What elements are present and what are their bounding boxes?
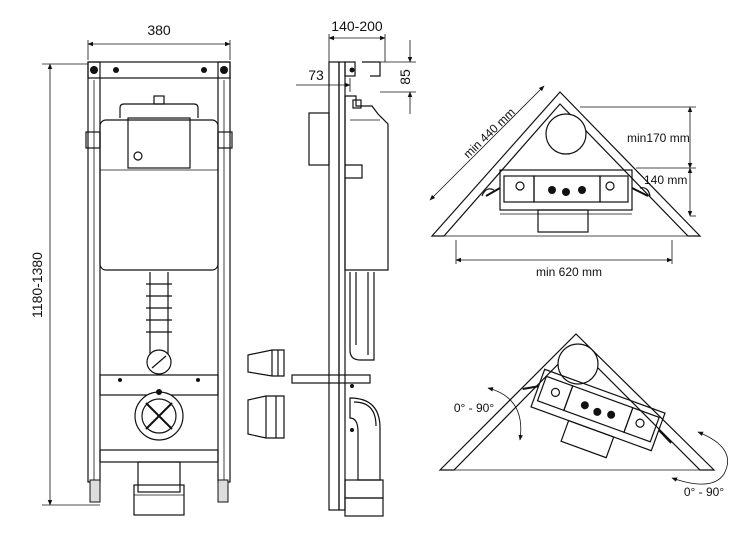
front-outlet — [133, 389, 185, 516]
front-view: 380 1180-1380 — [29, 22, 233, 516]
corner-diagonal-dimension: min 440 mm — [429, 85, 545, 201]
side-flush-pipe — [349, 272, 375, 361]
front-width-label: 380 — [147, 22, 171, 38]
corner-width-label: min 620 mm — [536, 265, 602, 279]
rotation-left-label: 0° - 90° — [454, 401, 494, 415]
corner-clearance-label: min170 mm — [627, 131, 690, 145]
side-depth-label: 140-200 — [331, 18, 383, 34]
side-view: 140-200 73 85 — [247, 18, 416, 517]
side-frame — [291, 61, 384, 517]
corner-diagonal-label: min 440 mm — [461, 105, 518, 161]
corner-plan: min 440 mm min170 mm 140 mm min 620 mm — [429, 85, 702, 279]
rotation-right-arc: 0° - 90° — [671, 431, 728, 499]
front-height-dimension: 1180-1380 — [29, 63, 100, 506]
side-outlet-bend — [349, 384, 381, 481]
corner-width-dimension: min 620 mm — [455, 240, 673, 279]
rotation-pipe-circle — [557, 343, 599, 385]
corner-frame-top — [481, 169, 651, 233]
side-top-dimension: 85 — [380, 40, 416, 114]
front-height-label: 1180-1380 — [29, 252, 45, 318]
corner-pipe-circle — [545, 113, 587, 155]
corner-frame-depth-label: 140 mm — [644, 173, 687, 187]
front-cistern — [99, 95, 219, 271]
side-loose-connectors — [247, 349, 285, 439]
corner-rotation: 0° - 90° 0° - 90° — [438, 333, 728, 499]
side-depth-dimension: 140-200 — [328, 18, 386, 62]
side-offset-label: 73 — [308, 67, 324, 83]
front-width-dimension: 380 — [87, 22, 231, 60]
rotation-left-arc: 0° - 90° — [454, 387, 523, 441]
side-top-label: 85 — [397, 69, 413, 85]
side-offset-dimension: 73 — [296, 67, 351, 92]
rotation-right-label: 0° - 90° — [684, 485, 724, 499]
rotation-frame — [522, 368, 672, 459]
corner-vertical-dimensions: min170 mm 140 mm — [580, 106, 696, 217]
side-cistern — [344, 95, 389, 271]
front-frame — [85, 61, 233, 503]
front-flush-pipe — [146, 272, 172, 375]
